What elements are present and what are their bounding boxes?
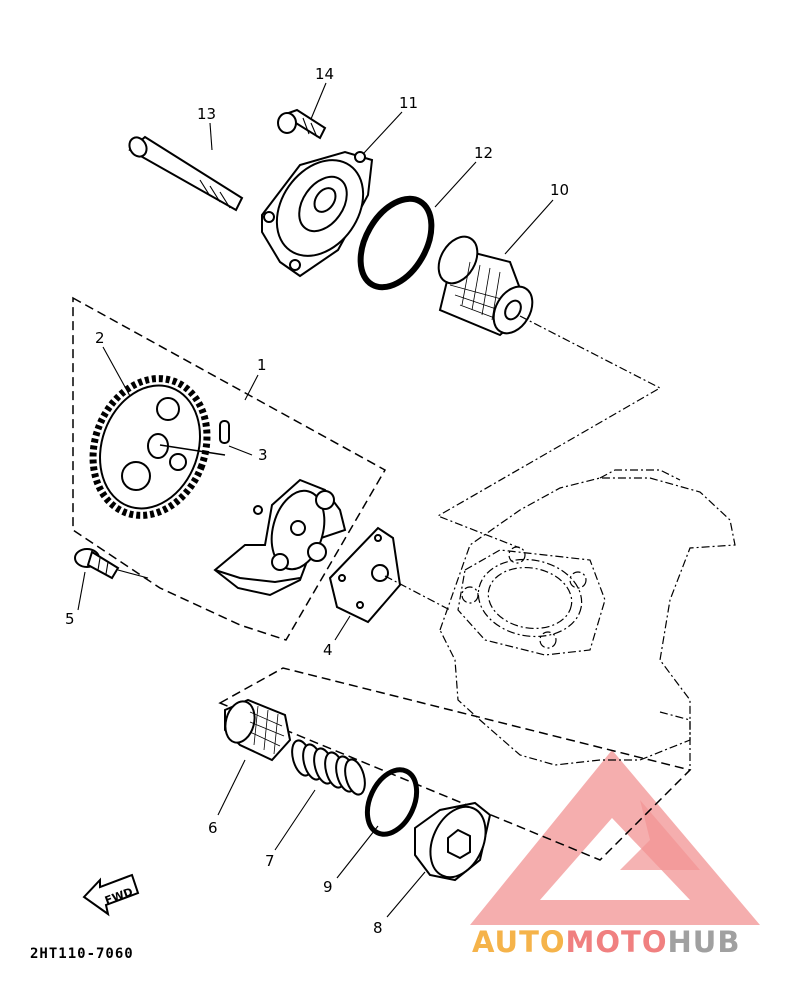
- label-3: 3: [258, 446, 268, 464]
- watermark-auto: AUTO: [472, 925, 566, 959]
- label-11: 11: [399, 94, 418, 112]
- label-14: 14: [315, 65, 334, 83]
- part-5-screw: [74, 548, 149, 580]
- label-7: 7: [265, 852, 275, 870]
- part-14-short-bolt: [277, 108, 327, 140]
- label-5: 5: [65, 610, 75, 628]
- leader-lines: [77, 82, 554, 918]
- label-9: 9: [323, 878, 333, 896]
- oil-pump-body: [213, 478, 347, 597]
- part-8-drain-plug: [414, 801, 492, 882]
- label-6: 6: [208, 819, 218, 837]
- label-2: 2: [95, 329, 105, 347]
- part-10-oil-filter: [437, 235, 534, 337]
- watermark-hub: HUB: [668, 925, 741, 959]
- filter-locator-line: [436, 315, 662, 549]
- part-9-o-ring: [364, 767, 420, 837]
- label-8: 8: [373, 919, 383, 937]
- label-1: 1: [257, 356, 267, 374]
- fwd-arrow-icon: FWD: [82, 873, 140, 917]
- part-6-oil-strainer: [224, 698, 292, 762]
- watermark-logo-icon: [470, 750, 760, 925]
- part-7-spring: [291, 739, 366, 796]
- engine-crankcase: [439, 469, 736, 770]
- label-10: 10: [550, 181, 569, 199]
- label-13: 13: [197, 105, 216, 123]
- part-2-drive-gear: [89, 375, 226, 519]
- label-12: 12: [474, 144, 493, 162]
- part-13-long-bolt: [128, 135, 244, 212]
- part-4-gasket: [328, 526, 451, 624]
- part-11-filter-cover: [261, 150, 374, 278]
- part-3-pin: [219, 420, 230, 444]
- watermark-moto: MOTO: [566, 925, 668, 959]
- diagram-code: 2HT110-7060: [30, 946, 134, 962]
- watermark-text: AUTOMOTOHUB: [472, 925, 740, 959]
- part-12-o-ring: [357, 195, 435, 291]
- label-4: 4: [323, 641, 333, 659]
- pump-assembly-outline: [72, 296, 387, 641]
